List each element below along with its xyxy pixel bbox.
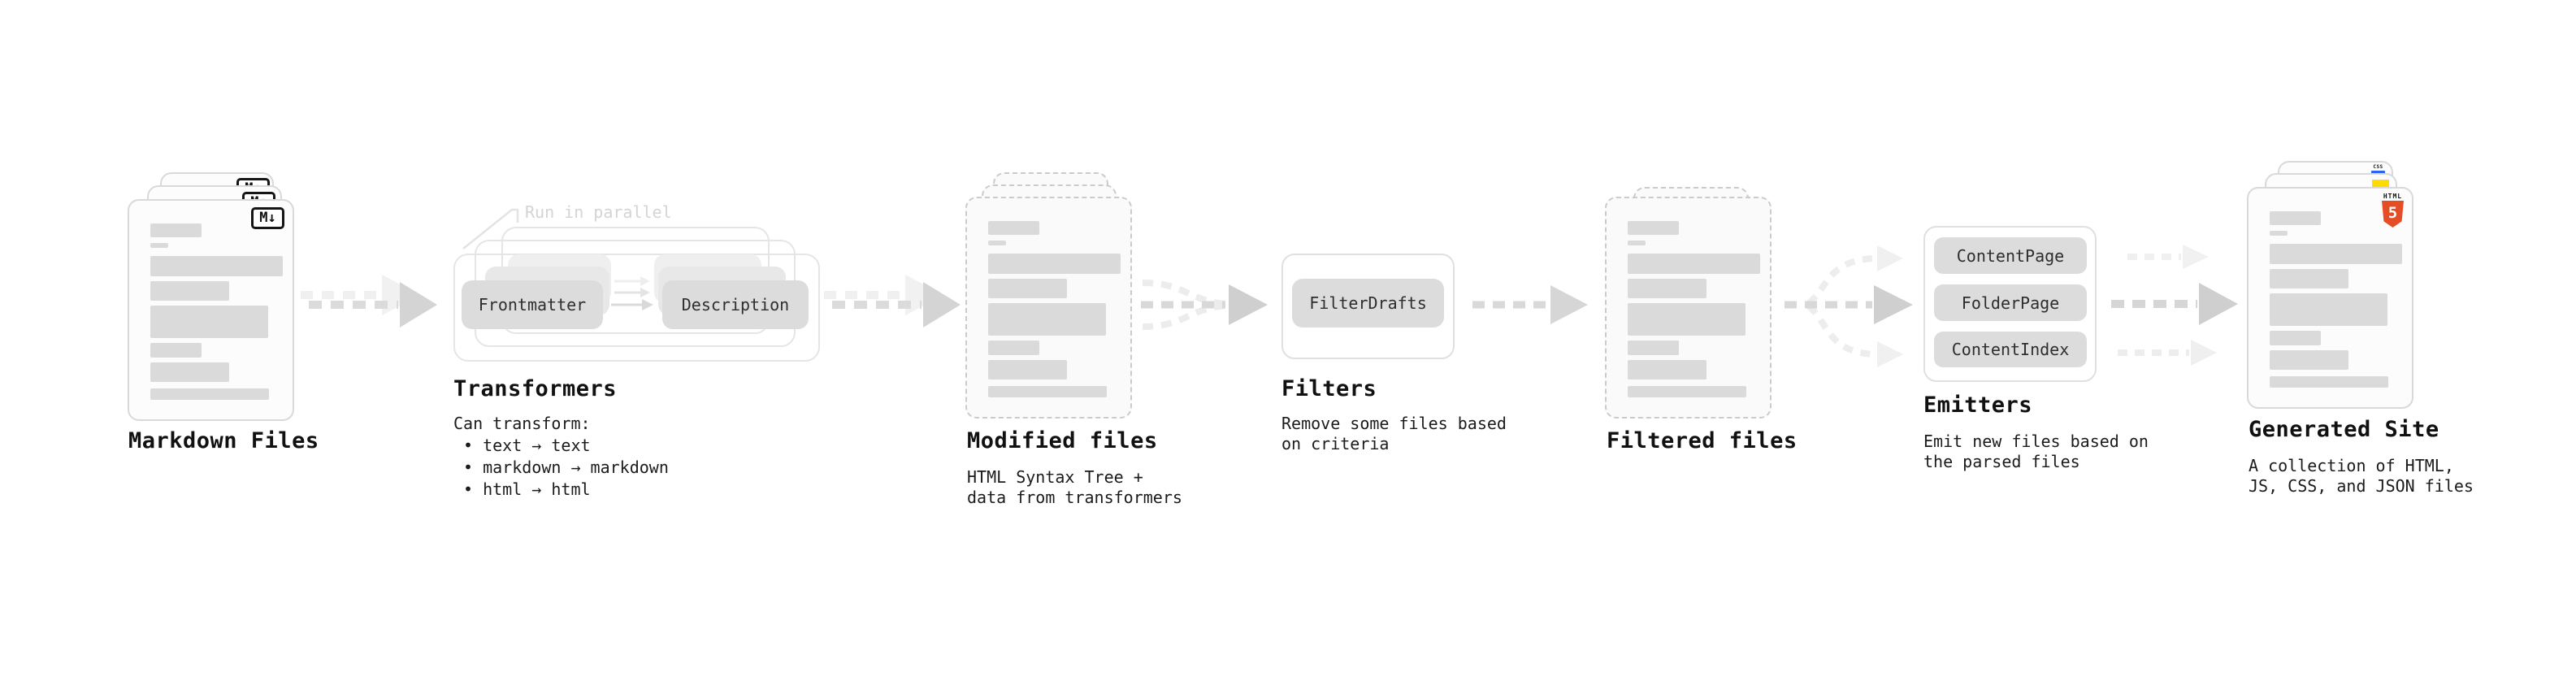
text-line-placeholder (2270, 293, 2387, 326)
document-card: HTML 5 (2247, 187, 2413, 409)
text-line-placeholder (988, 221, 1039, 235)
document-content-placeholder (967, 198, 1130, 397)
text-line-placeholder (988, 254, 1121, 274)
stage-label-modified-files: Modified files (967, 428, 1158, 453)
text-line-placeholder (2270, 376, 2388, 388)
callout-run-in-parallel: Run in parallel (525, 202, 672, 222)
parallel-step-arrows (611, 276, 653, 310)
text-line-placeholder (150, 243, 168, 248)
modified-files-description: HTML Syntax Tree + data from transformer… (967, 467, 1182, 507)
text-line-placeholder (150, 281, 229, 301)
css-icon-underline (2371, 171, 2385, 174)
text-line-placeholder (988, 241, 1006, 245)
stage-label-transformers: Transformers (453, 376, 618, 401)
html5-icon-shield: 5 (2382, 201, 2404, 228)
filters-frame (1281, 254, 1455, 359)
transformer-box-frontmatter: Frontmatter (462, 280, 603, 329)
text-line-placeholder (988, 360, 1067, 380)
document-content-placeholder (2249, 189, 2412, 388)
desc-line: Can transform: (453, 414, 591, 433)
transformer-box-description: Description (662, 280, 809, 329)
document-content-placeholder (129, 201, 293, 400)
text-line-placeholder (988, 386, 1107, 397)
css-icon-label: CSS (2373, 164, 2383, 170)
transformer-frame (453, 254, 820, 362)
stage-generated-site: CSS HTML 5 Generated Site A collection o… (2247, 161, 2491, 518)
text-line-placeholder (1628, 303, 1746, 336)
text-line-placeholder (1628, 386, 1746, 397)
flow-arrows-emitters-to-generated (2111, 245, 2238, 366)
emitter-box-contentindex: ContentIndex (1934, 332, 2087, 367)
text-line-placeholder (2270, 350, 2348, 370)
text-line-placeholder (1628, 254, 1760, 274)
text-line-placeholder (2270, 331, 2321, 345)
markdown-icon: M↓ (251, 207, 284, 229)
text-line-placeholder (2270, 211, 2321, 225)
filters-description: Remove some files based on criteria (1281, 414, 1507, 453)
text-line-placeholder (150, 362, 229, 382)
text-line-placeholder (150, 306, 268, 338)
stage-modified-files: Modified files HTML Syntax Tree + data f… (965, 172, 1209, 530)
text-line-placeholder (2270, 231, 2288, 236)
text-line-placeholder (2270, 269, 2348, 288)
text-line-placeholder (988, 303, 1106, 336)
flow-arrow-filters-to-filtered (1472, 285, 1588, 324)
stage-label-filters: Filters (1281, 376, 1377, 401)
flow-arrow-markdown-to-transformers (301, 275, 437, 327)
document-card: M↓ (128, 199, 294, 421)
text-line-placeholder (150, 388, 269, 400)
emitters-frame (1923, 226, 2097, 382)
stage-filters: FilterDrafts Filters Remove some files b… (1281, 254, 1525, 497)
text-line-placeholder (2270, 244, 2402, 264)
stage-label-markdown-files: Markdown Files (128, 428, 319, 453)
text-line-placeholder (150, 343, 202, 358)
text-line-placeholder (988, 279, 1067, 298)
text-line-placeholder (1628, 279, 1706, 298)
desc-bullet: • html → html (463, 479, 591, 499)
desc-bullet: • text → text (463, 436, 591, 455)
filter-box-filterdrafts: FilterDrafts (1292, 279, 1444, 327)
document-content-placeholder (1607, 198, 1770, 397)
stage-markdown-files: M↓ M↓ M↓ Markdown Files (128, 172, 339, 514)
stage-filtered-files: Filtered files (1605, 187, 1832, 512)
text-line-placeholder (1628, 360, 1706, 380)
document-card (1605, 197, 1772, 419)
flow-arrow-fanout-filtered-to-emitters (1785, 245, 1913, 367)
text-line-placeholder (1628, 221, 1679, 235)
document-card (965, 197, 1132, 419)
text-line-placeholder (1628, 241, 1646, 245)
stage-emitters: ContentPage FolderPage ContentIndex Emit… (1923, 226, 2167, 494)
stage-label-emitters: Emitters (1923, 393, 2033, 418)
text-line-placeholder (150, 223, 202, 237)
stage-label-filtered-files: Filtered files (1607, 428, 1798, 453)
css-icon: CSS (2371, 165, 2385, 174)
html5-icon: HTML 5 (2382, 193, 2404, 228)
callout-leader-line (462, 208, 519, 249)
html5-icon-label: HTML (2383, 193, 2403, 200)
stage-label-generated-site: Generated Site (2249, 417, 2439, 442)
text-line-placeholder (988, 340, 1039, 355)
text-line-placeholder (150, 256, 283, 276)
flow-arrow-merge-modified-to-filters (1141, 280, 1268, 330)
transformers-description: Can transform: • text → text • markdown … (453, 413, 669, 501)
emitters-description: Emit new files based on the parsed files (1923, 432, 2149, 471)
text-line-placeholder (1628, 340, 1679, 355)
desc-bullet: • markdown → markdown (463, 458, 669, 477)
emitter-box-contentpage: ContentPage (1934, 237, 2087, 274)
stage-transformers: Run in parallel Frontmatter Description … (453, 195, 843, 520)
emitter-box-folderpage: FolderPage (1934, 284, 2087, 321)
generated-site-description: A collection of HTML, JS, CSS, and JSON … (2249, 456, 2474, 496)
flow-arrow-transformers-to-modified (824, 275, 961, 327)
